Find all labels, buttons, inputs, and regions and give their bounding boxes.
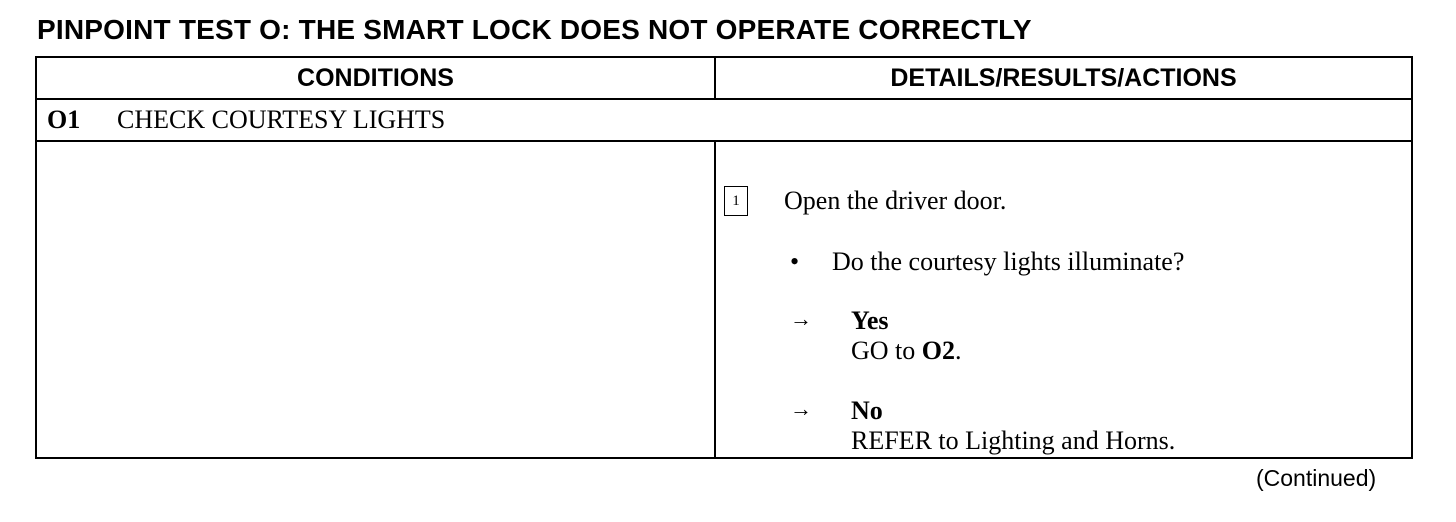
step-box: 1 [724,186,748,216]
conditions-header: CONDITIONS [37,58,716,100]
step-number: O1 [47,105,81,134]
answer-no-label: No [851,396,883,425]
continued-label: (Continued) [1256,465,1377,491]
instruction-text: Open the driver door. [784,186,1007,215]
step-row: O1 CHECK COURTESY LIGHTS [37,100,1411,142]
pinpoint-test-table: CONDITIONS DETAILS/RESULTS/ACTIONS O1 CH… [35,56,1413,459]
question-text: Do the courtesy lights illuminate? [832,247,1185,276]
answer-yes-action-ref: O2 [921,336,956,365]
page-title: PINPOINT TEST O: THE SMART LOCK DOES NOT… [37,14,1032,45]
arrow-right-icon: → [790,396,812,421]
answer-no-action: REFER to Lighting and Horns. [851,426,1176,455]
details-cell: 1 Open the driver door. • Do the courtes… [716,142,1411,457]
answer-yes-action: GO to O2. [851,336,962,366]
answer-yes-action-suffix: . [955,336,962,365]
answer-yes-action-prefix: GO to [851,336,922,365]
arrow-right-icon: → [790,306,812,331]
details-header: DETAILS/RESULTS/ACTIONS [716,58,1411,100]
answer-yes-label: Yes [851,306,889,335]
step-title: CHECK COURTESY LIGHTS [117,105,446,134]
conditions-cell [37,142,716,457]
bullet-icon: • [790,247,800,276]
